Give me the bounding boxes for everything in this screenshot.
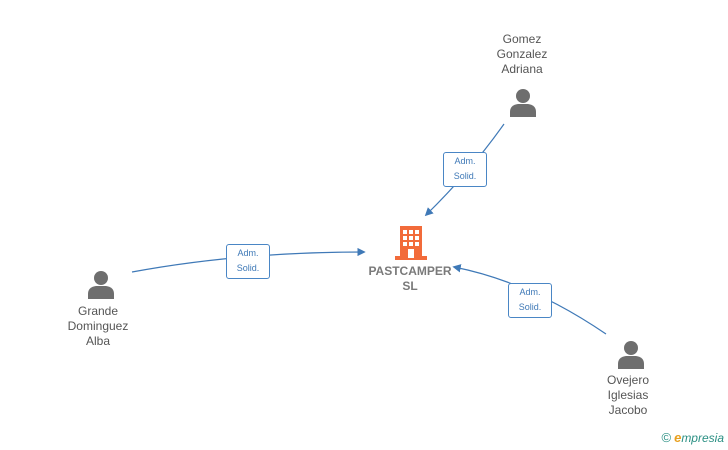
- copyright-icon: ©: [661, 430, 672, 445]
- brand-name: mpresia: [681, 431, 724, 445]
- brand-e-mark: e: [674, 430, 682, 445]
- person-label-grande[interactable]: Grande Dominguez Alba: [67, 304, 129, 348]
- person-label-gomez[interactable]: Gomez Gonzalez Adriana: [496, 32, 548, 76]
- company-name-line1: PASTCAMPER: [368, 264, 452, 278]
- person-label-ovejero[interactable]: Ovejero Iglesias Jacobo: [606, 373, 650, 417]
- person-icon[interactable]: [86, 270, 116, 300]
- person-icon[interactable]: [616, 340, 646, 370]
- company-name[interactable]: PASTCAMPER SL: [350, 264, 470, 294]
- role-badge-gomez[interactable]: Adm. Solid.: [443, 152, 487, 187]
- empresia-logo[interactable]: ©empresia: [661, 430, 724, 445]
- person-icon[interactable]: [508, 88, 538, 118]
- company-name-line2: SL: [402, 279, 418, 293]
- building-icon[interactable]: [395, 226, 427, 260]
- role-badge-grande[interactable]: Adm. Solid.: [226, 244, 270, 279]
- role-badge-ovejero[interactable]: Adm. Solid.: [508, 283, 552, 318]
